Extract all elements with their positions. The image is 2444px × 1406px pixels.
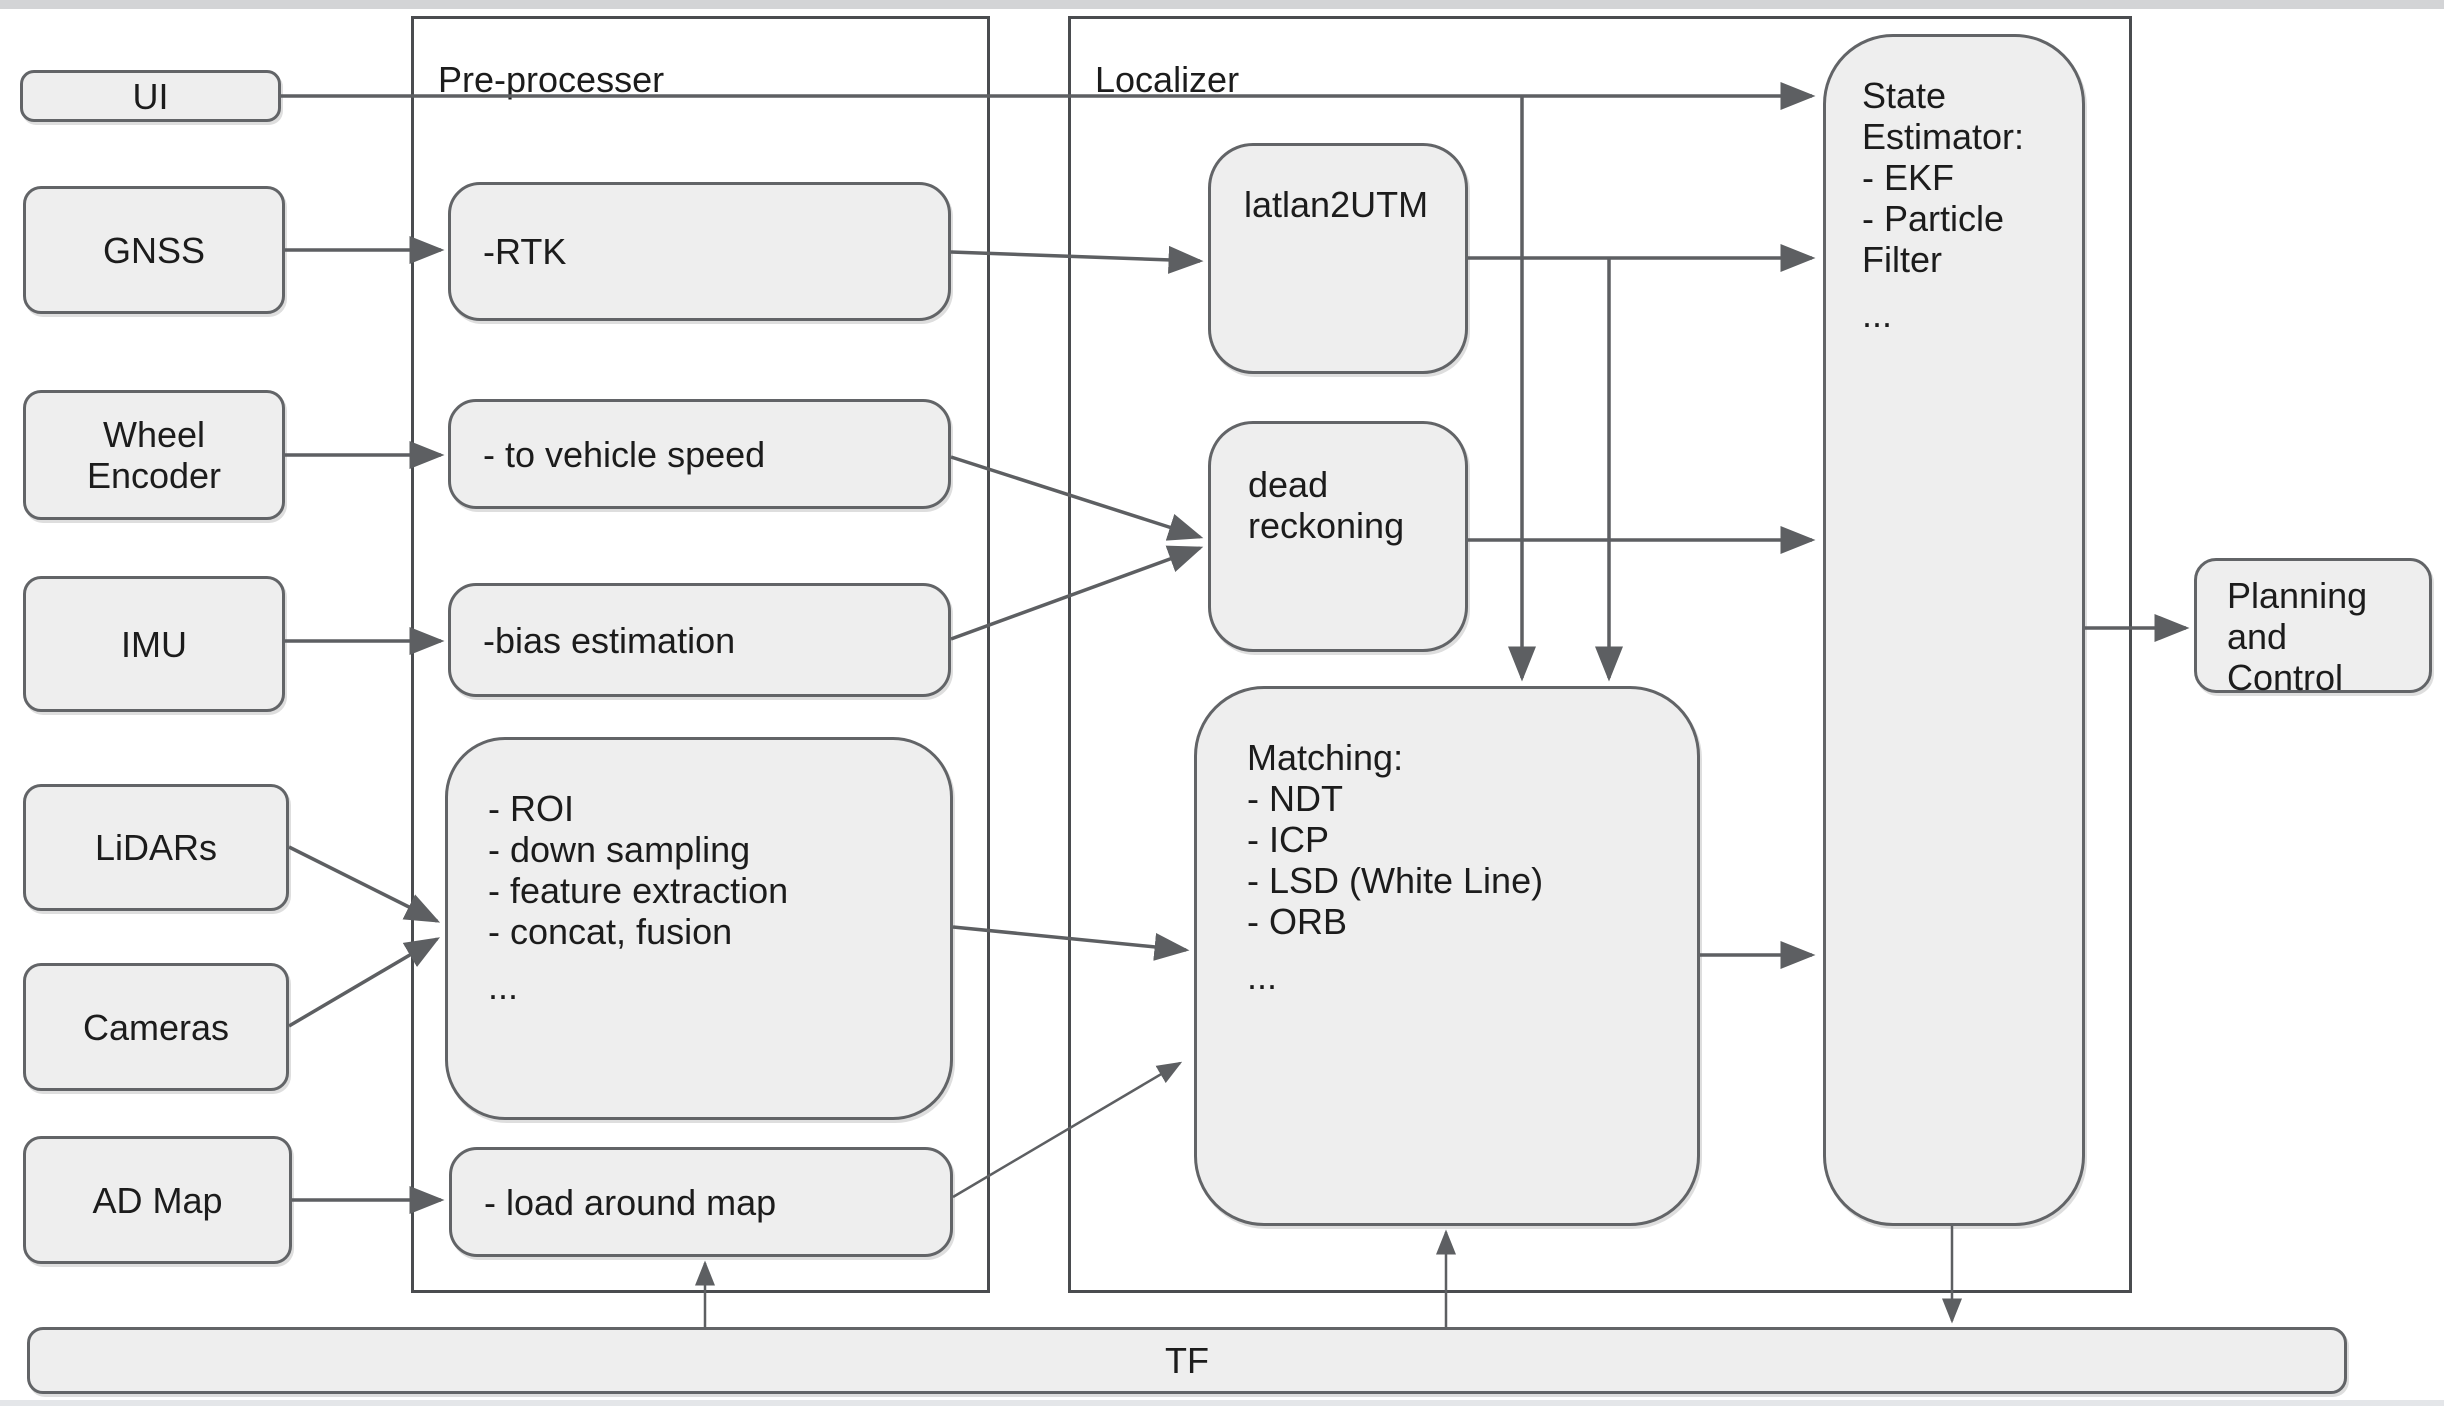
matching-line: ... xyxy=(1247,956,1278,997)
matching-line: Matching: xyxy=(1247,737,1404,778)
node-load-around-map-label: - load around map xyxy=(484,1181,777,1223)
node-bias-estimation-label: -bias estimation xyxy=(483,619,736,661)
state-estimator-line: ... xyxy=(1862,294,1893,335)
node-ui-label: UI xyxy=(132,75,169,117)
matching-line: - ORB xyxy=(1247,901,1348,942)
node-gnss: GNSS xyxy=(23,186,285,314)
node-matching: Matching: - NDT - ICP - LSD (White Line)… xyxy=(1194,686,1700,1226)
node-bias-estimation: -bias estimation xyxy=(448,583,951,697)
node-lidars: LiDARs xyxy=(23,784,289,911)
node-gnss-label: GNSS xyxy=(102,229,206,271)
node-ui: UI xyxy=(20,70,281,122)
sensor-fusion-line: ... xyxy=(488,966,519,1007)
node-imu: IMU xyxy=(23,576,285,712)
node-to-vehicle-speed-label: - to vehicle speed xyxy=(483,433,766,475)
bottom-edge-strip xyxy=(0,1400,2444,1406)
node-dead-reckoning: dead reckoning xyxy=(1208,421,1468,652)
node-sensor-fusion: - ROI - down sampling - feature extracti… xyxy=(445,737,953,1120)
preprocessor-container-label: Pre-processer xyxy=(438,59,665,100)
node-imu-label: IMU xyxy=(121,623,187,665)
node-cameras-label: Cameras xyxy=(82,1006,230,1048)
node-latlan2utm: latlan2UTM xyxy=(1208,143,1468,374)
node-rtk: -RTK xyxy=(448,182,951,321)
node-tf: TF xyxy=(27,1327,2347,1394)
state-estimator-line: - Particle Filter xyxy=(1862,198,2005,280)
node-ad-map-label: AD Map xyxy=(92,1179,223,1221)
node-planning-and-control-label: Planning and Control xyxy=(2227,575,2368,698)
node-wheel-encoder-label: Wheel Encoder xyxy=(86,414,222,496)
node-tf-label: TF xyxy=(1165,1340,1209,1381)
top-edge-strip xyxy=(0,0,2444,9)
node-load-around-map: - load around map xyxy=(449,1147,953,1257)
sensor-fusion-line: - concat, fusion xyxy=(488,911,733,952)
node-dead-reckoning-label: dead reckoning xyxy=(1248,464,1405,546)
state-estimator-line: - EKF xyxy=(1862,157,1955,198)
sensor-fusion-line: - ROI xyxy=(488,788,574,829)
localizer-container-label: Localizer xyxy=(1095,59,1240,100)
matching-line: - LSD (White Line) xyxy=(1247,860,1544,901)
node-planning-and-control: Planning and Control xyxy=(2194,558,2432,698)
node-lidars-label: LiDARs xyxy=(94,827,218,868)
localizer-container: Localizer xyxy=(1068,16,2132,1293)
matching-line: - ICP xyxy=(1247,819,1330,860)
node-ad-map: AD Map xyxy=(23,1136,292,1264)
sensor-fusion-line: - down sampling xyxy=(488,829,751,870)
node-latlan2utm-label: latlan2UTM xyxy=(1244,184,1429,225)
node-state-estimator: State Estimator: - EKF - Particle Filter… xyxy=(1823,34,2085,1226)
node-wheel-encoder: Wheel Encoder xyxy=(23,390,285,520)
matching-line: - NDT xyxy=(1247,778,1343,819)
node-to-vehicle-speed: - to vehicle speed xyxy=(448,399,951,509)
state-estimator-line: State Estimator: xyxy=(1862,75,2025,157)
sensor-fusion-line: - feature extraction xyxy=(488,870,789,911)
node-cameras: Cameras xyxy=(23,963,289,1091)
node-rtk-label: -RTK xyxy=(483,231,567,272)
